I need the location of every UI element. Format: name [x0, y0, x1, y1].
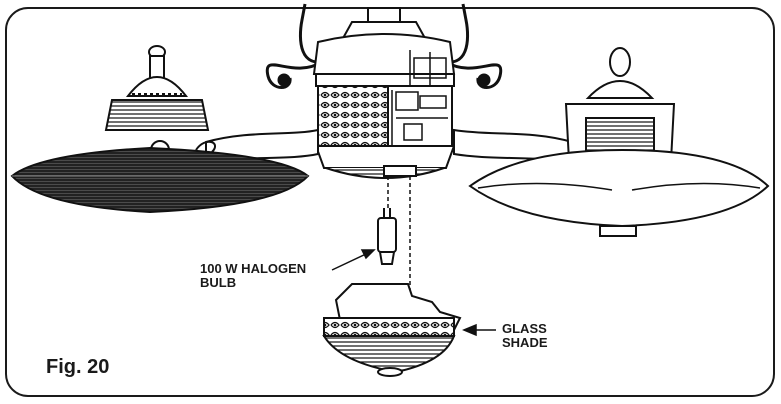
left-fixture [10, 45, 310, 214]
shade-callout-line2: SHADE [502, 335, 548, 350]
right-fixture [468, 47, 770, 237]
halogen-bulb [377, 208, 397, 265]
upper-arm-left [265, 3, 329, 89]
figure-label: Fig. 20 [46, 356, 110, 378]
bulb-callout: 100 W HALOGEN BULB [200, 262, 306, 290]
shade-leader [462, 323, 496, 337]
shade-callout-line1: GLASS [502, 321, 547, 336]
alignment-lines [387, 176, 411, 290]
glass-shade [322, 283, 462, 377]
motor-housing [312, 33, 456, 179]
bulb-callout-line2: BULB [200, 275, 237, 290]
shade-callout: GLASS SHADE [502, 322, 548, 350]
bulb-leader [331, 249, 376, 271]
bulb-callout-line1: 100 W HALOGEN [200, 261, 307, 276]
motor-cutaway [391, 50, 448, 146]
